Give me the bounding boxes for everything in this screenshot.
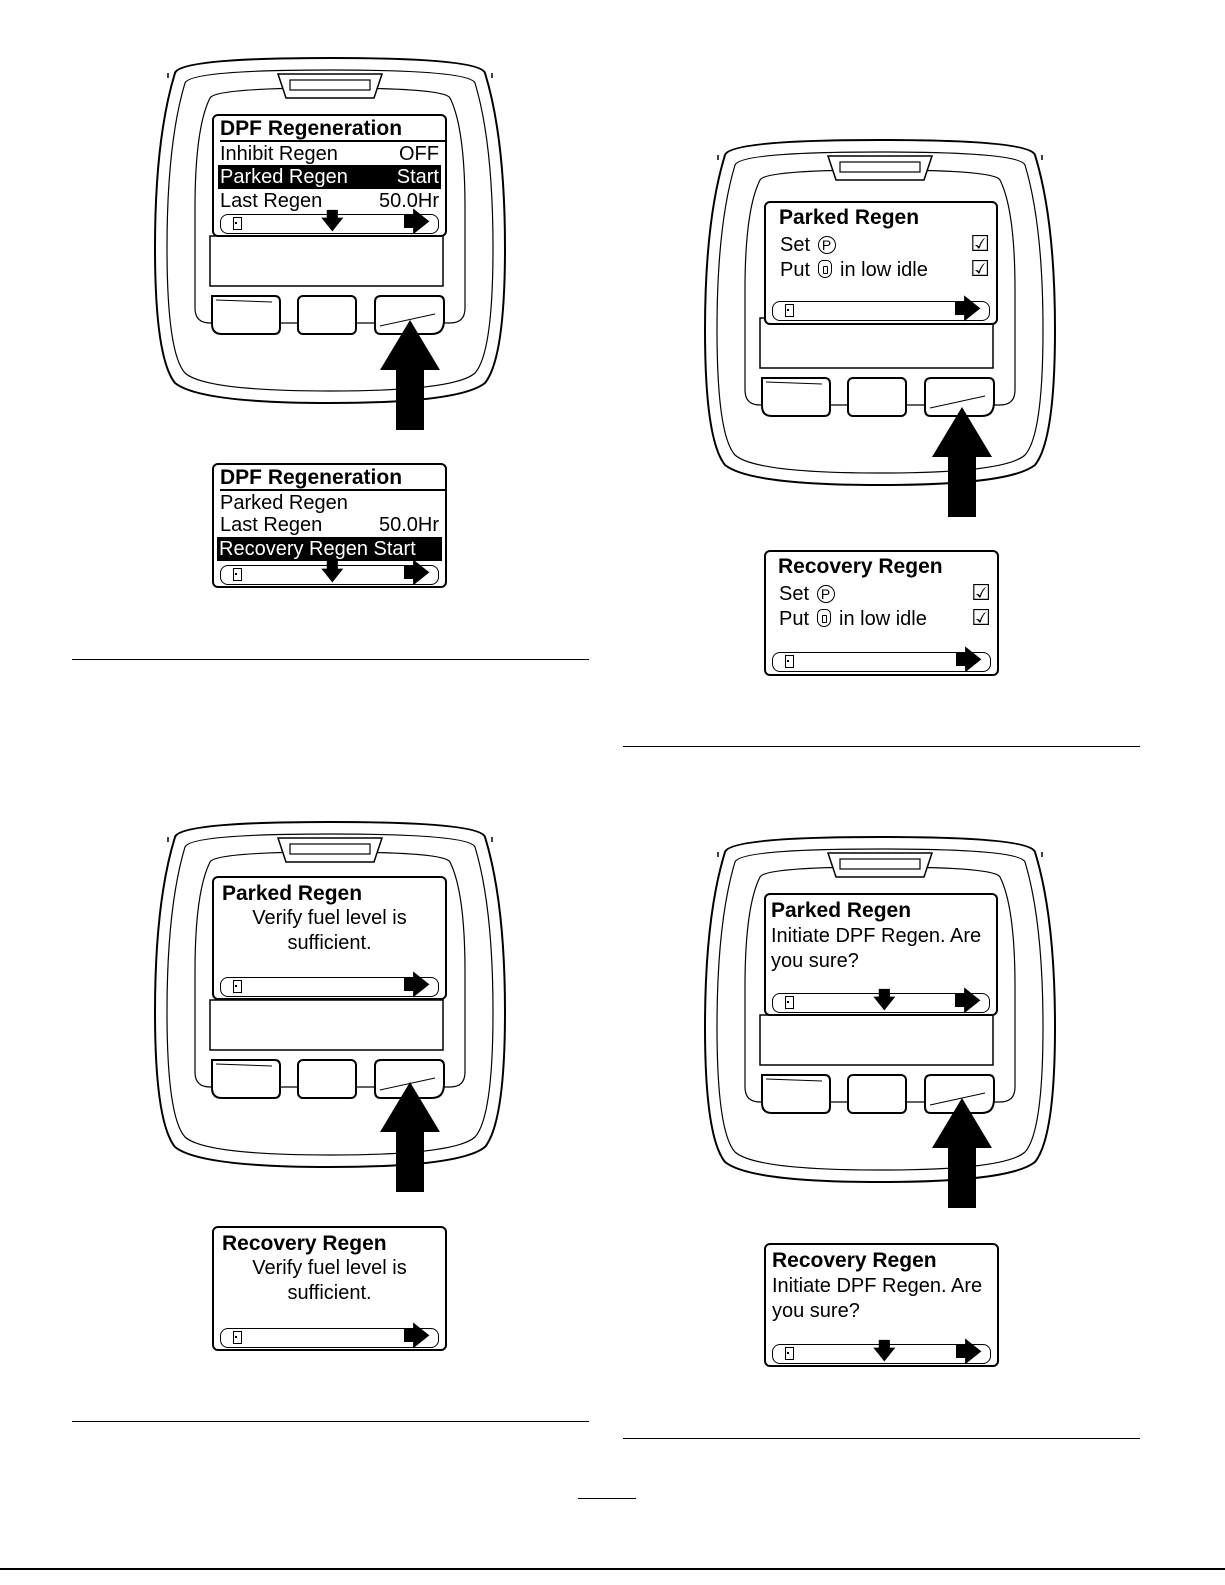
checkbox-checked-icon: ☑ [970, 231, 990, 256]
right-arrow-icon: 🡆 [955, 1337, 982, 1367]
right-arrow-icon: 🡆 [403, 970, 430, 1000]
checkbox-checked-icon: ☑ [971, 605, 991, 630]
checkbox-checked-icon: ☑ [970, 256, 990, 281]
page-number-line [578, 1498, 636, 1499]
line-prefix: Set [779, 583, 810, 605]
screen-dpf-menu: DPF Regeneration Inhibit Regen OFF Parke… [212, 114, 447, 237]
right-arrow-icon: 🡆 [403, 1321, 430, 1351]
down-arrow-icon: 🡇 [873, 987, 896, 1012]
line-prefix: Put [779, 608, 810, 630]
checkbox-checked-icon: ☑ [971, 580, 991, 605]
screen-parked-regen-fuel: Parked Regen Verify fuel level is suffic… [212, 876, 447, 1000]
screen-recovery-regen-fuel: Recovery Regen Verify fuel level is suff… [212, 1226, 447, 1351]
screen-title: Recovery Regen [772, 1249, 937, 1272]
screen-title: Parked Regen [222, 882, 363, 905]
exit-icon [233, 217, 242, 230]
exit-icon [785, 1347, 794, 1360]
right-arrow-icon: 🡆 [955, 645, 982, 675]
section-divider [72, 659, 589, 660]
menu-row-recovery-regen[interactable]: Recovery Regen Start [217, 537, 442, 561]
right-arrow-icon: 🡆 [954, 294, 981, 324]
line-prefix: Put [780, 259, 811, 281]
nav-bar: 🡇 🡆 [772, 988, 990, 1014]
menu-row-inhibit-regen[interactable]: Inhibit Regen OFF [218, 142, 441, 166]
menu-row-parked-regen[interactable]: Parked Regen [218, 491, 441, 515]
screen-parked-regen-checklist: Parked Regen Set P ☑ Put in low idle ☑ 🡆 [764, 201, 998, 325]
message-line-1: Initiate DPF Regen. Are [771, 925, 982, 947]
right-arrow-icon: 🡆 [403, 207, 430, 237]
message-line-1: Initiate DPF Regen. Are [772, 1275, 983, 1297]
nav-bar: 🡇 🡆 [220, 560, 439, 586]
ignition-key-icon [818, 260, 833, 278]
section-divider [72, 1421, 589, 1422]
menu-row-label: Inhibit Regen [220, 143, 338, 165]
screen-title: Recovery Regen [222, 1232, 387, 1255]
line-suffix: in low idle [839, 608, 927, 630]
message-line-1: Verify fuel level is [252, 1257, 407, 1279]
nav-bar: 🡆 [772, 647, 991, 673]
line-suffix: in low idle [840, 259, 928, 281]
menu-row-label: Last Regen [220, 514, 323, 536]
down-arrow-icon: 🡇 [321, 559, 344, 584]
menu-row-value: 50.0Hr [378, 514, 439, 536]
menu-row-last-regen[interactable]: Last Regen 50.0Hr [218, 513, 441, 537]
right-arrow-icon: 🡆 [403, 558, 430, 588]
menu-row-label: Parked Regen [220, 166, 348, 188]
down-arrow-icon: 🡇 [873, 1338, 896, 1363]
screen-title: Parked Regen [771, 899, 912, 922]
checklist-line-idle: Put in low idle [779, 607, 927, 632]
exit-icon [785, 655, 794, 668]
section-divider [623, 746, 1140, 747]
exit-icon [785, 996, 794, 1009]
footer-line [0, 1568, 1225, 1570]
menu-row-label: Recovery Regen Start [219, 538, 416, 560]
menu-row-value: Start [396, 166, 439, 188]
menu-row-value: 50.0Hr [378, 190, 439, 212]
menu-row-label: Last Regen [220, 190, 323, 212]
screen-title: DPF Regeneration [220, 467, 445, 491]
nav-bar: 🡇 🡆 [772, 1339, 991, 1365]
exit-icon [233, 1331, 242, 1344]
screen-title: Parked Regen [779, 206, 920, 229]
nav-bar: 🡆 [220, 972, 439, 998]
screen-title: DPF Regeneration [220, 118, 445, 142]
screen-parked-regen-confirm: Parked Regen Initiate DPF Regen. Are you… [764, 893, 998, 1016]
menu-row-last-regen[interactable]: Last Regen 50.0Hr [218, 189, 441, 213]
exit-icon [785, 304, 794, 317]
menu-row-parked-regen[interactable]: Parked Regen Start [218, 165, 441, 189]
park-brake-icon: P [817, 236, 836, 254]
nav-bar: 🡆 [772, 296, 990, 322]
nav-bar: 🡆 [220, 1323, 439, 1349]
menu-row-label: Parked Regen [220, 492, 348, 514]
message-line-2: you sure? [771, 950, 859, 972]
park-brake-icon: P [816, 585, 835, 603]
line-prefix: Set [780, 234, 811, 256]
down-arrow-icon: 🡇 [321, 208, 344, 233]
message-line-1: Verify fuel level is [252, 907, 407, 929]
nav-bar: 🡇 🡆 [220, 209, 439, 235]
checklist-line-park: Set P [780, 233, 838, 258]
message-line-2: you sure? [772, 1300, 860, 1322]
section-divider [623, 1438, 1140, 1439]
right-arrow-icon: 🡆 [954, 986, 981, 1016]
checklist-line-idle: Put in low idle [780, 258, 928, 283]
exit-icon [233, 568, 242, 581]
message-line-2: sufficient. [287, 932, 372, 954]
menu-row-value: OFF [399, 143, 439, 165]
screen-recovery-regen-confirm: Recovery Regen Initiate DPF Regen. Are y… [764, 1243, 999, 1367]
screen-title: Recovery Regen [778, 555, 943, 578]
message-line-2: sufficient. [287, 1282, 372, 1304]
exit-icon [233, 980, 242, 993]
screen-dpf-menu-result: DPF Regeneration Parked Regen Last Regen… [212, 463, 447, 588]
checklist-line-park: Set P [779, 582, 837, 607]
ignition-key-icon [817, 609, 832, 627]
